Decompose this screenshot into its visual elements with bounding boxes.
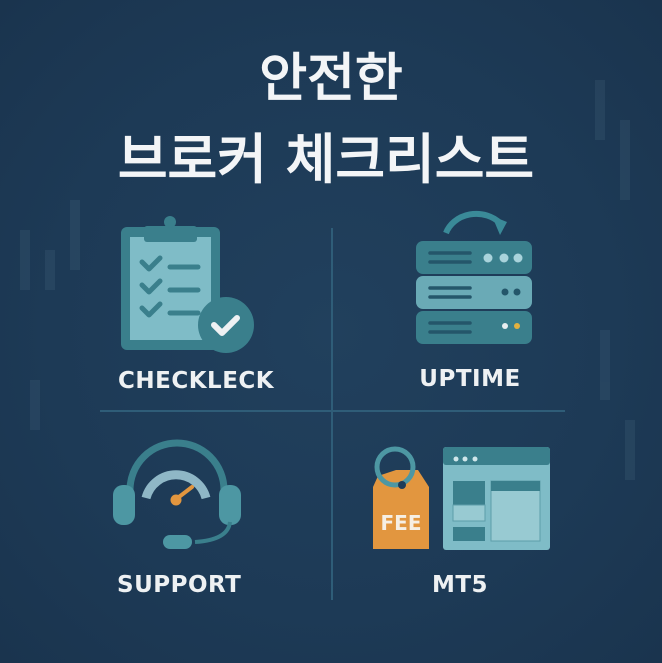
card-label-uptime: UPTIME xyxy=(419,366,520,392)
fee-tag-icon xyxy=(373,470,429,549)
server-uptime-icon xyxy=(416,210,532,344)
card-label-mt5: MT5 xyxy=(432,572,488,598)
refresh-arrow-icon xyxy=(443,210,503,235)
title-line1: 안전한 xyxy=(259,49,403,109)
card-label-checkleck: CHECKLECK xyxy=(118,368,275,394)
fee-tag-text: FEE xyxy=(381,511,422,535)
headset-gauge-icon xyxy=(113,439,241,549)
background-candlesticks xyxy=(20,80,635,480)
card-label-support: SUPPORT xyxy=(117,572,241,598)
check-circle-icon xyxy=(211,315,240,336)
fee-tag-platform-window-icon: FEE xyxy=(373,446,550,550)
title-line2: 브로커 체크리스트 xyxy=(118,128,534,191)
platform-window-icon xyxy=(443,447,550,550)
clipboard-checklist-icon xyxy=(121,216,254,353)
